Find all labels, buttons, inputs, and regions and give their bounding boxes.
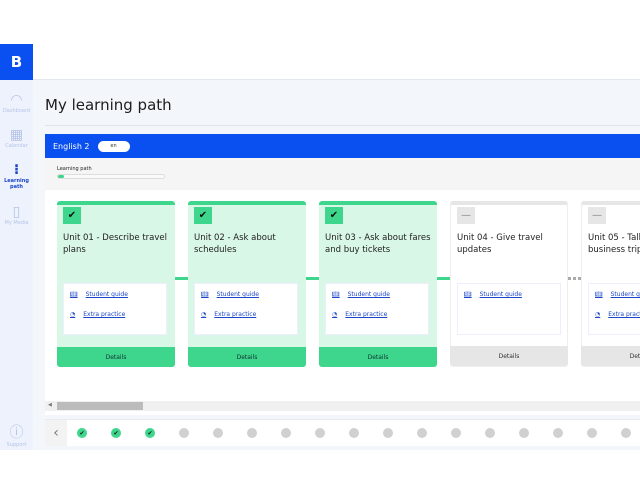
resource-link[interactable]: ◔Extra practice	[332, 311, 388, 318]
unit-resources: 📖︎Student guide ◔Extra practice	[63, 283, 167, 335]
practice-icon: ◔	[595, 311, 601, 318]
unit-title: Unit 05 - Talk about business trips	[588, 233, 640, 255]
path-icon: ⁝	[13, 162, 20, 178]
progress-fill	[58, 175, 65, 178]
unit-resources: 📖︎Student guide ◔Extra practice	[588, 283, 640, 335]
unit-resources: 📖︎Student guide ◔Extra practice	[325, 283, 429, 335]
unit-dot[interactable]	[451, 428, 461, 438]
unit-card: — Unit 05 - Talk about business trips 📖︎…	[581, 201, 640, 367]
book-icon: 📖︎	[595, 291, 603, 298]
book-icon: 📖︎	[464, 291, 472, 298]
unit-connector	[175, 277, 188, 280]
progress-label: Learning path	[57, 166, 92, 172]
pending-icon: —	[588, 207, 606, 224]
unit-dot-completed[interactable]: ✔	[77, 428, 87, 438]
unit-pager: ‹ ✔ ✔ ✔	[45, 419, 640, 446]
details-button[interactable]: Details	[319, 347, 437, 367]
progress-bar	[57, 174, 165, 179]
unit-dot[interactable]	[349, 428, 359, 438]
unit-title: Unit 04 - Give travel updates	[457, 233, 543, 255]
resource-link[interactable]: 📖︎Student guide	[332, 291, 390, 298]
unit-connector	[306, 277, 319, 280]
unit-dot[interactable]	[417, 428, 427, 438]
unit-connector	[437, 277, 450, 280]
details-button[interactable]: Details	[581, 346, 640, 366]
unit-resources: 📖︎Student guide ◔Extra practice	[194, 283, 298, 335]
check-icon: ✔	[63, 207, 81, 224]
check-icon: ✔	[194, 207, 212, 224]
unit-title: Unit 02 - Ask about schedules	[194, 233, 276, 255]
unit-title: Unit 03 - Ask about fares and buy ticket…	[325, 233, 431, 255]
sidebar-item-learning-path[interactable]: ⁝Learning path	[0, 162, 33, 190]
course-header: English 2 en	[45, 134, 640, 158]
sidebar-item-calendar[interactable]: ▦Calendar	[0, 127, 33, 149]
scroll-left-icon[interactable]: ◀	[48, 402, 52, 408]
book-icon: 📖︎	[201, 291, 209, 298]
unit-resources: 📖︎Student guide	[457, 283, 561, 335]
unit-dot[interactable]	[315, 428, 325, 438]
unit-card: ✔ Unit 01 - Describe travel plans 📖︎Stud…	[57, 201, 175, 367]
previous-button[interactable]: ‹	[45, 420, 67, 446]
unit-dot[interactable]	[553, 428, 563, 438]
unit-dot[interactable]	[179, 428, 189, 438]
sidebar-item-dashboard[interactable]: ◠Dashboard	[0, 92, 33, 114]
unit-dot-completed[interactable]: ✔	[145, 428, 155, 438]
pending-icon: —	[457, 207, 475, 224]
scrollbar-thumb[interactable]	[57, 402, 143, 410]
unit-connector	[568, 277, 581, 280]
unit-dot[interactable]	[213, 428, 223, 438]
unit-dot[interactable]	[383, 428, 393, 438]
resource-link[interactable]: 📖︎Student guide	[595, 291, 640, 298]
unit-card: ✔ Unit 03 - Ask about fares and buy tick…	[319, 201, 437, 367]
resource-link[interactable]: 📖︎Student guide	[70, 291, 128, 298]
practice-icon: ◔	[201, 311, 207, 318]
unit-dot[interactable]	[247, 428, 257, 438]
media-icon: ▯	[12, 204, 21, 220]
resource-link[interactable]: 📖︎Student guide	[464, 291, 522, 298]
content: English 2 en Learning path ✔ Unit 01 - De…	[0, 44, 640, 450]
book-icon: 📖︎	[70, 291, 78, 298]
unit-dot[interactable]	[485, 428, 495, 438]
details-button[interactable]: Details	[57, 347, 175, 367]
details-button[interactable]: Details	[188, 347, 306, 367]
unit-dot[interactable]	[519, 428, 529, 438]
unit-dot-completed[interactable]: ✔	[111, 428, 121, 438]
details-button[interactable]: Details	[450, 346, 568, 366]
gauge-icon: ◠	[10, 92, 23, 108]
practice-icon: ◔	[70, 311, 76, 318]
learning-path-progress: Learning path	[45, 158, 640, 190]
resource-link[interactable]: ◔Extra practice	[70, 311, 126, 318]
horizontal-scrollbar[interactable]: ◀	[45, 401, 640, 411]
divider	[45, 125, 640, 126]
book-icon: 📖︎	[332, 291, 340, 298]
resource-link[interactable]: 📖︎Student guide	[201, 291, 259, 298]
help-icon: ⓘ	[9, 425, 24, 441]
unit-card: — Unit 04 - Give travel updates 📖︎Studen…	[450, 201, 568, 367]
language-badge[interactable]: en	[97, 140, 130, 152]
unit-dot[interactable]	[587, 428, 597, 438]
course-name: English 2	[53, 141, 90, 151]
calendar-icon: ▦	[9, 127, 24, 143]
unit-dot[interactable]	[281, 428, 291, 438]
unit-title: Unit 01 - Describe travel plans	[63, 233, 168, 255]
top-bar	[33, 44, 640, 80]
check-icon: ✔	[325, 207, 343, 224]
sidebar-item-my-media[interactable]: ▯My Media	[0, 204, 33, 226]
page-title: My learning path	[45, 96, 172, 114]
logo[interactable]: B	[0, 44, 33, 80]
sidebar: B ◠Dashboard ▦Calendar ⁝Learning path ▯M…	[0, 44, 33, 450]
resource-link[interactable]: ◔Extra practice	[595, 311, 640, 318]
practice-icon: ◔	[332, 311, 338, 318]
unit-dot[interactable]	[621, 428, 631, 438]
resource-link[interactable]: ◔Extra practice	[201, 311, 257, 318]
unit-cards: ✔ Unit 01 - Describe travel plans 📖︎Stud…	[45, 190, 640, 415]
unit-card: ✔ Unit 02 - Ask about schedules 📖︎Studen…	[188, 201, 306, 367]
